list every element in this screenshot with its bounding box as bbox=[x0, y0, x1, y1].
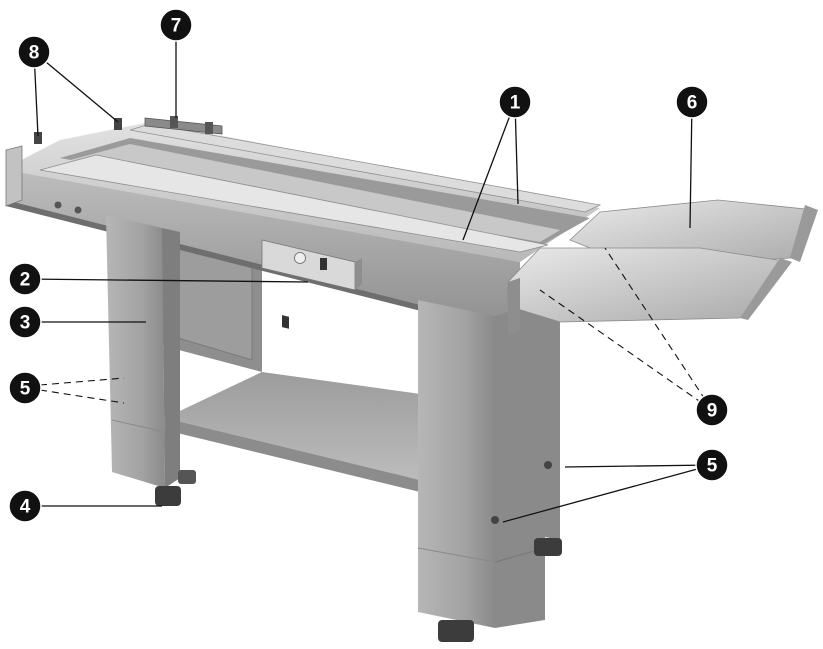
callout-5-right-label: 5 bbox=[707, 456, 718, 477]
leveling-feet bbox=[491, 461, 552, 524]
callout-1-label: 1 bbox=[510, 93, 521, 114]
callout-7-label: 7 bbox=[171, 16, 182, 37]
leader-6 bbox=[689, 101, 693, 229]
front-right-leg bbox=[417, 300, 546, 628]
callout-6: 6 bbox=[675, 85, 709, 119]
leader-5b-bottom bbox=[502, 464, 713, 523]
leader-5b-top bbox=[564, 464, 713, 468]
leader-1b bbox=[514, 101, 519, 205]
leader-5a-bottom bbox=[39, 389, 125, 404]
infeed-hardware bbox=[34, 116, 223, 144]
leader-8b bbox=[33, 51, 119, 123]
leader-2 bbox=[24, 278, 309, 283]
callout-4-label: 4 bbox=[20, 497, 31, 518]
control-box bbox=[261, 239, 362, 329]
delivery-trays bbox=[507, 199, 818, 334]
callout-5-left: 5 bbox=[8, 371, 42, 405]
callout-2-label: 2 bbox=[20, 270, 31, 291]
callouts: 1 2 3 4 5 5 6 7 bbox=[8, 8, 729, 523]
callout-9: 9 bbox=[695, 393, 729, 427]
callout-5-right: 5 bbox=[695, 448, 729, 482]
callout-1: 1 bbox=[498, 85, 532, 119]
leader-5a-top bbox=[39, 377, 125, 386]
leader-9b bbox=[539, 289, 713, 411]
callout-2: 2 bbox=[8, 262, 42, 296]
callout-7: 7 bbox=[159, 8, 193, 42]
callout-8-label: 8 bbox=[29, 43, 40, 64]
callout-3-label: 3 bbox=[20, 313, 31, 334]
callout-5-left-label: 5 bbox=[20, 379, 31, 400]
leader-1a bbox=[462, 101, 516, 241]
front-left-leg bbox=[106, 215, 180, 488]
callout-3: 3 bbox=[8, 305, 42, 339]
callout-6-label: 6 bbox=[687, 93, 698, 114]
callout-9-label: 9 bbox=[707, 401, 718, 422]
leader-9a bbox=[604, 247, 713, 411]
callout-8: 8 bbox=[17, 35, 51, 69]
leader-lines bbox=[24, 25, 713, 523]
casters bbox=[155, 470, 562, 642]
machine-illustration bbox=[5, 116, 818, 642]
lower-shelf bbox=[165, 372, 500, 492]
callout-4: 4 bbox=[8, 489, 42, 523]
